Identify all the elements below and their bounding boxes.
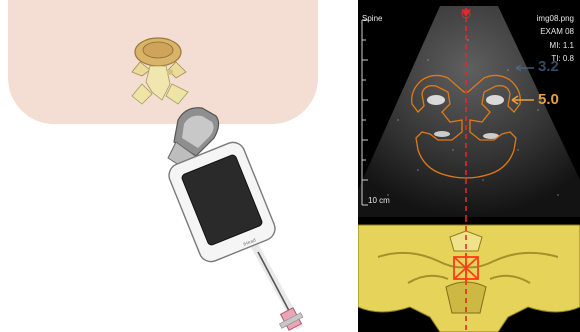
exam-label: EXAM 08 bbox=[540, 27, 574, 36]
depth-marker-primary: 5.0 bbox=[538, 91, 559, 108]
volume-render bbox=[358, 217, 580, 332]
ultrasound-view: Spine img08.png EXAM 08 MI: 1.1 TI: 0.8 … bbox=[358, 0, 580, 217]
depth-scale-label: 10 cm bbox=[368, 196, 390, 205]
procedure-illustration: iHead bbox=[0, 0, 350, 332]
mode-label: Spine bbox=[362, 14, 382, 23]
volume-render-view bbox=[358, 217, 580, 332]
image-name: img08.png bbox=[537, 14, 574, 23]
mi-value: MI: 1.1 bbox=[550, 41, 574, 50]
depth-marker-secondary: 3.2 bbox=[538, 58, 559, 75]
vertebra-icon bbox=[132, 38, 188, 104]
ultrasound-sector bbox=[358, 6, 580, 217]
illustration-drawing: iHead bbox=[0, 0, 350, 332]
